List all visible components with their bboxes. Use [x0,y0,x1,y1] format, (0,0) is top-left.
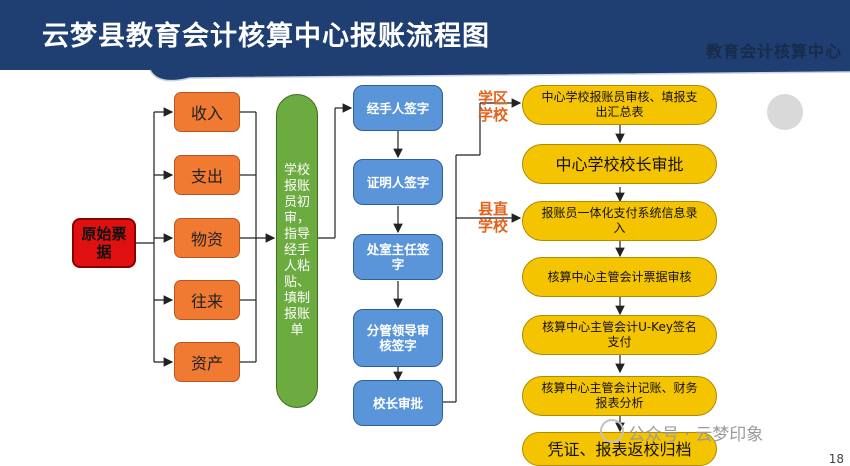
sign-supervising-leader-box: 分管领导审核签字 [353,309,443,367]
district-school-label: 学区学校 [477,89,508,124]
header-bar [0,0,850,70]
county-school-label: 县直学校 [477,200,508,235]
process-step-2: 中心学校校长审批 [522,144,717,184]
type-expense-box: 支出 [174,155,240,195]
principal-approval-box: 校长审批 [353,380,443,426]
process-step-3: 报账员一体化支付系统信息录入 [522,201,717,241]
header-swoosh [0,69,850,82]
type-income-box: 收入 [174,92,240,132]
process-step-5: 核算中心主管会计U-Key签名支付 [522,315,717,355]
type-assets-box: 资产 [174,342,240,382]
wechat-icon [600,419,624,443]
page-subtitle: 教育会计核算中心 [705,42,842,61]
decorative-circle [767,94,803,130]
page-title: 云梦县教育会计核算中心报账流程图 [42,21,490,52]
sign-witness-box: 证明人签字 [353,159,443,205]
process-step-4: 核算中心主管会计票据审核 [522,257,717,297]
process-step-1: 中心学校报账员审核、填报支出汇总表 [522,85,717,125]
type-transactions-box: 往来 [174,280,240,320]
process-step-6: 核算中心主管会计记账、财务报表分析 [522,376,717,416]
origin-documents-box: 原始票据 [72,218,136,268]
sign-office-director-box: 处室主任签字 [353,234,443,280]
watermark-text: 公众号 · 云梦印象 [628,425,764,445]
page-number: 18 [828,452,844,466]
type-materials-box: 物资 [174,218,240,258]
school-initial-review-box: 学校报账员初审，指导经手人粘贴、填制报账单 [276,94,318,408]
sign-handler-box: 经手人签字 [353,85,443,131]
